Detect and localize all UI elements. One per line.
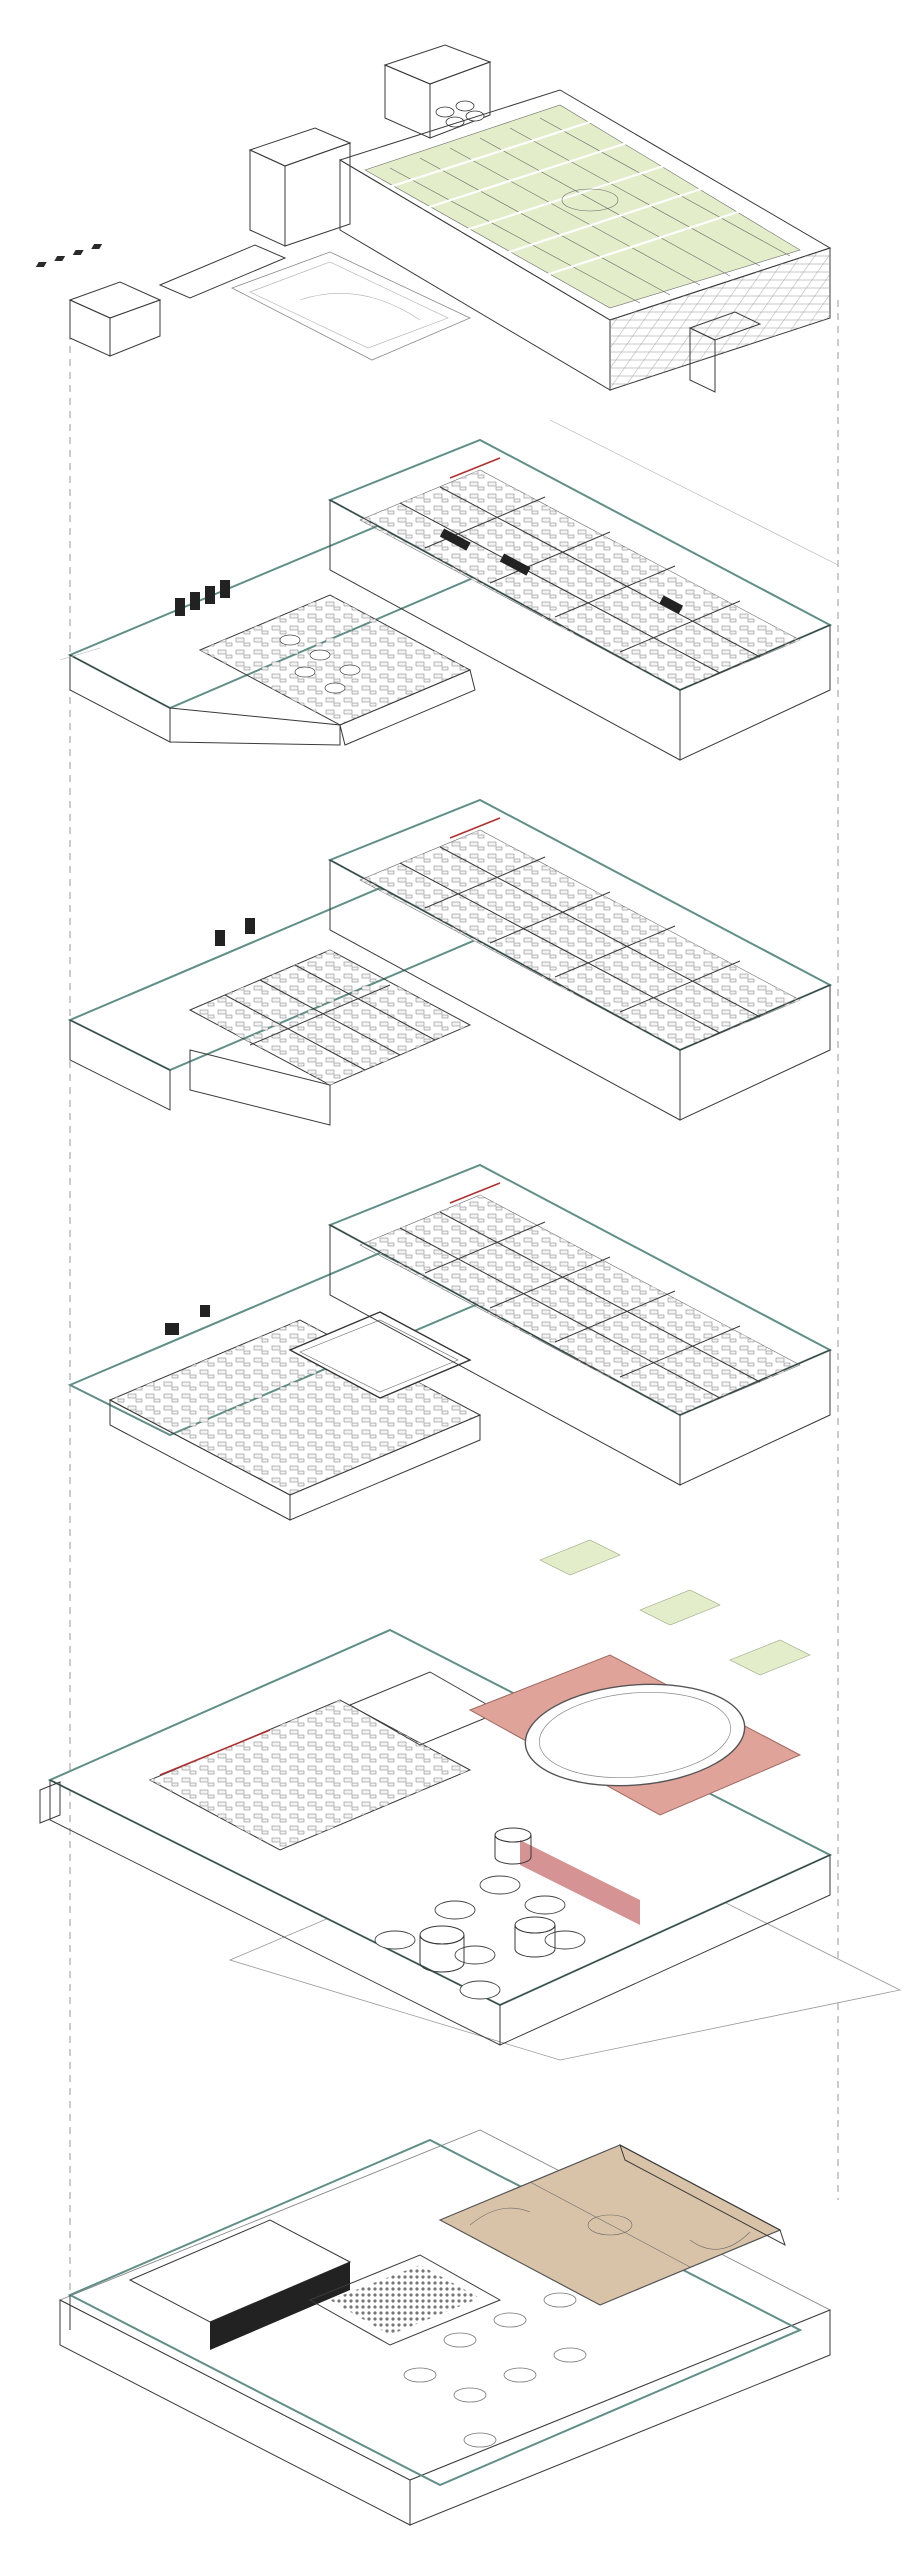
plaza-drums xyxy=(419,1827,556,1973)
plaza-circles xyxy=(403,2292,587,2448)
courtyard-void xyxy=(288,1311,472,1399)
level-roof xyxy=(35,44,832,393)
alignment-dashes xyxy=(69,300,839,2330)
level-1 xyxy=(39,1539,902,2061)
running-track-infield xyxy=(524,1683,746,1787)
level-2 xyxy=(67,1163,833,1521)
level-basement xyxy=(58,2129,832,2526)
level-3 xyxy=(67,798,833,1126)
level-4 xyxy=(59,419,839,761)
rooftop-fans xyxy=(435,100,485,128)
